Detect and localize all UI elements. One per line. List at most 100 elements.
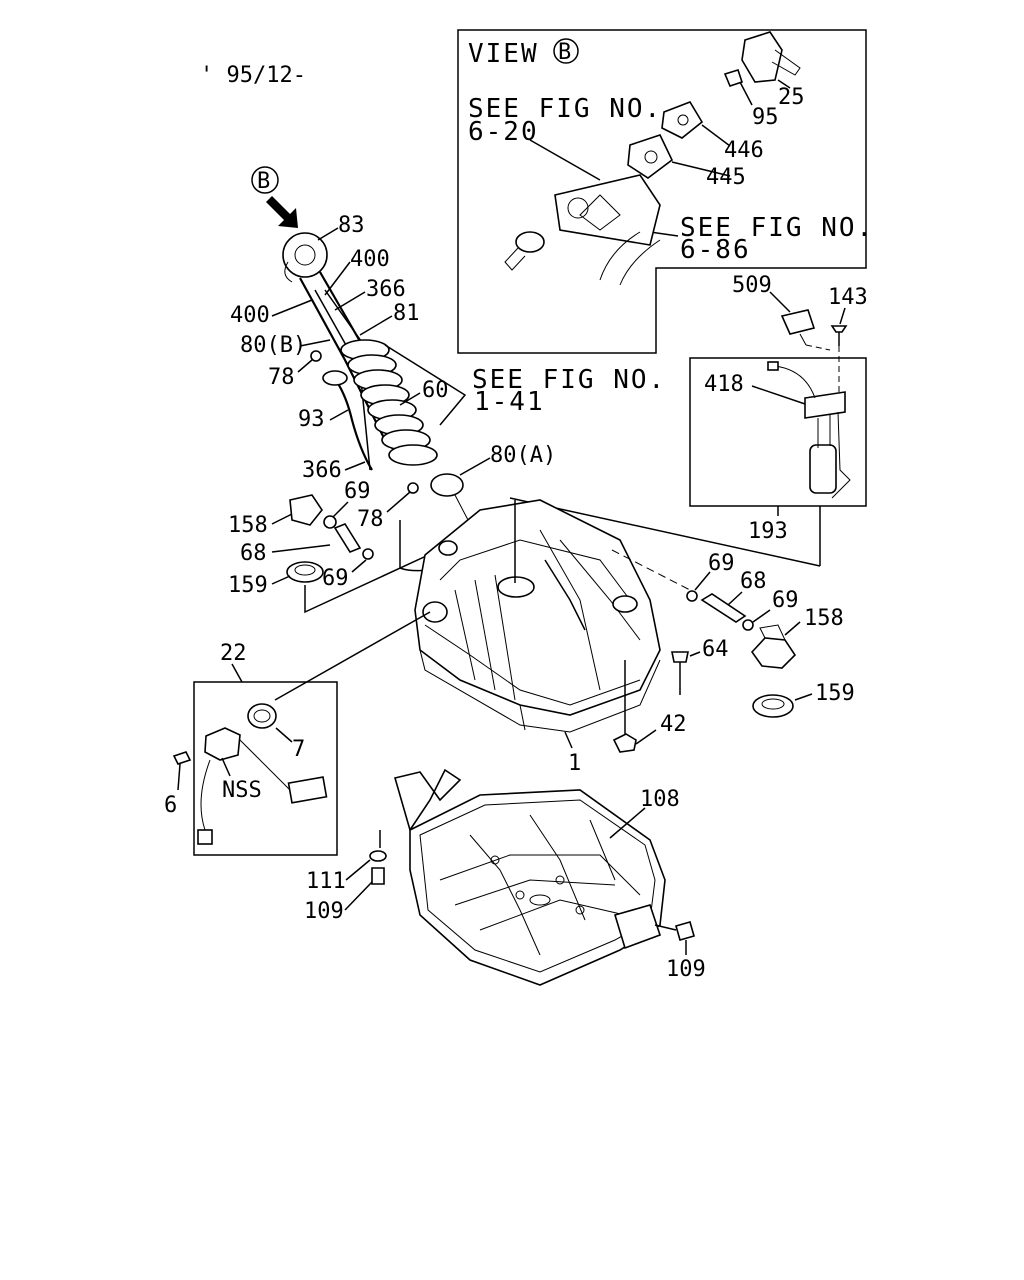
dash-line	[611, 549, 691, 591]
cap-strap	[284, 261, 293, 283]
bolt-95	[723, 69, 744, 87]
label-68-left: 68	[240, 541, 267, 566]
nut-42	[612, 733, 637, 753]
leader	[271, 575, 291, 585]
filler-cap-83	[282, 232, 328, 278]
leader	[344, 881, 373, 911]
grommet-159b	[752, 694, 794, 718]
leader	[459, 457, 491, 476]
valve-158b	[750, 637, 797, 669]
label-159-left: 159	[228, 573, 268, 598]
sender-wire	[200, 759, 211, 831]
bracket-hole	[567, 197, 589, 219]
view-b-letter: B	[558, 40, 571, 65]
leader	[649, 231, 679, 237]
leader	[299, 339, 331, 347]
screw-143	[830, 325, 848, 333]
valve-neck	[759, 624, 786, 641]
label-64: 64	[702, 637, 729, 662]
label-93: 93	[298, 407, 325, 432]
leader	[564, 731, 573, 749]
label-6: 6	[164, 793, 177, 818]
leader	[345, 859, 371, 881]
pump-wire-end	[767, 361, 779, 371]
label-25: 25	[778, 85, 805, 110]
grommet-inner	[294, 564, 316, 576]
ref-6-20-line1: SEE FIG NO.	[468, 94, 662, 124]
leader	[274, 611, 431, 701]
label-109-right: 109	[666, 957, 706, 982]
sender-stem	[504, 247, 526, 271]
label-400-left: 400	[230, 303, 270, 328]
view-b-circle	[553, 38, 579, 64]
bolt-109a	[371, 867, 385, 885]
leader	[689, 651, 701, 657]
float	[287, 776, 328, 804]
float-arm	[239, 739, 291, 791]
arrow-b-circle	[251, 166, 279, 194]
label-158-right: 158	[804, 606, 844, 631]
tank-protector-108	[393, 768, 666, 986]
gasket-hole	[644, 150, 658, 164]
hose-clamp	[322, 370, 348, 386]
leader	[784, 621, 801, 636]
leader	[609, 807, 646, 839]
label-159-right: 159	[815, 681, 855, 706]
leader	[635, 729, 657, 745]
label-445: 445	[706, 165, 746, 190]
label-69-b: 69	[322, 566, 349, 591]
leader	[271, 544, 331, 553]
ref-bracket	[384, 344, 467, 426]
label-80b: 80(B)	[240, 333, 306, 358]
label-81: 81	[393, 301, 420, 326]
label-109-left: 109	[304, 899, 344, 924]
washer-111	[369, 850, 387, 862]
label-22: 22	[220, 641, 247, 666]
ref-6-20-line2: 6-20	[468, 117, 539, 147]
sender-connector	[197, 829, 213, 845]
leader	[727, 591, 743, 606]
screw-6	[172, 751, 192, 765]
hose-68a	[333, 523, 362, 553]
gasket-hole	[677, 114, 689, 126]
label-42: 42	[660, 712, 687, 737]
view-b-inset-frame	[457, 29, 867, 354]
leader	[529, 139, 601, 181]
leader	[794, 693, 813, 701]
clamp-69a	[323, 515, 337, 529]
sender-unit	[515, 231, 545, 253]
leader	[317, 227, 339, 241]
grommet-inner	[761, 698, 785, 710]
leader	[739, 81, 753, 106]
gasket-446	[661, 101, 704, 139]
leader	[329, 409, 349, 421]
filler-cap-inner	[294, 244, 316, 266]
label-69-d: 69	[772, 588, 799, 613]
ref-6-86-line2: 6-86	[680, 235, 751, 265]
pump-bracket	[831, 411, 851, 499]
fuel-tank-1	[414, 499, 661, 733]
ref-1-41-line2: 1-41	[474, 387, 545, 417]
clamp-69d	[742, 619, 754, 631]
label-418: 418	[704, 372, 744, 397]
bellows-60	[340, 339, 438, 466]
leader	[769, 291, 791, 313]
label-111: 111	[306, 869, 346, 894]
cap-80a	[430, 473, 464, 497]
bolt-109b-shank	[654, 924, 677, 931]
leader	[231, 663, 243, 683]
leader	[751, 385, 809, 406]
label-158-left: 158	[228, 513, 268, 538]
label-78-bottom: 78	[357, 507, 384, 532]
label-69-c: 69	[708, 551, 735, 576]
label-69-a: 69	[344, 479, 371, 504]
leader	[752, 609, 771, 623]
leader	[701, 124, 731, 147]
label-193: 193	[748, 519, 788, 544]
leader	[777, 79, 791, 89]
direction-arrow-icon	[266, 196, 298, 228]
ref-6-86-line1: SEE FIG NO.	[680, 213, 874, 243]
label-83: 83	[338, 213, 365, 238]
